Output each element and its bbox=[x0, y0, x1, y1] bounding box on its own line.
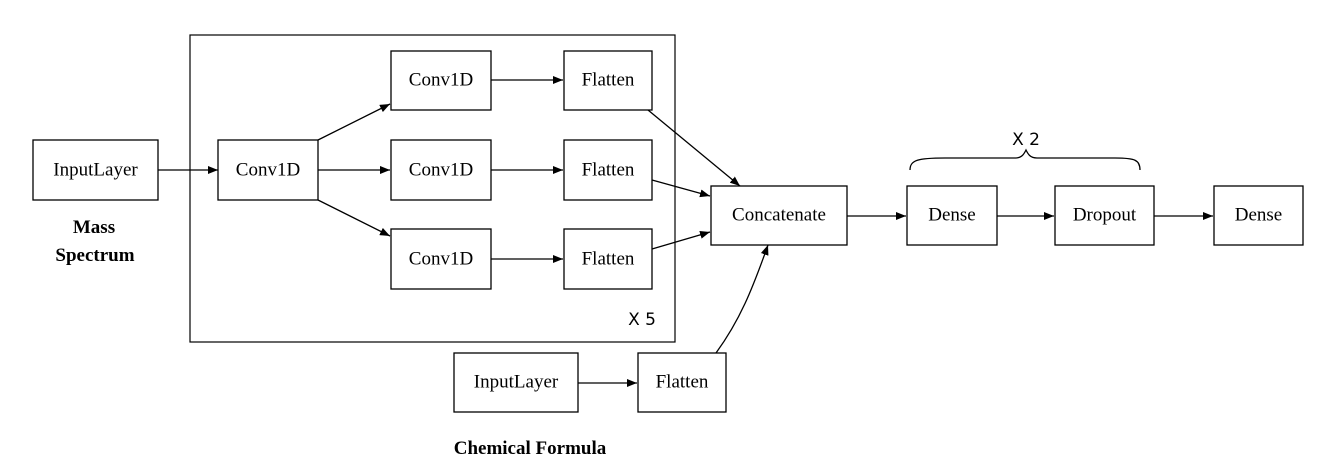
node-label: Flatten bbox=[582, 249, 635, 270]
node-flatten-top: Flatten bbox=[563, 50, 653, 111]
node-label: Conv1D bbox=[409, 160, 473, 181]
node-label: Conv1D bbox=[236, 160, 300, 181]
edge-conv-to-conv-bot bbox=[317, 199, 391, 237]
chemical-formula-caption: Chemical Formula bbox=[454, 438, 607, 459]
node-dropout: Dropout bbox=[1054, 185, 1155, 246]
mass-spectrum-caption-line1: Mass bbox=[73, 217, 115, 238]
node-label: InputLayer bbox=[474, 372, 559, 393]
node-label: Dropout bbox=[1073, 205, 1137, 226]
dense-block-repeat-label: X 2 bbox=[1012, 130, 1040, 150]
node-label: Flatten bbox=[582, 160, 635, 181]
node-dense-1: Dense bbox=[906, 185, 998, 246]
node-input-layer-chemical-formula: InputLayer bbox=[453, 352, 579, 413]
node-label: Dense bbox=[928, 205, 975, 226]
node-label: Dense bbox=[1235, 205, 1282, 226]
conv-block-repeat-label: X 5 bbox=[628, 310, 656, 330]
node-conv1d-bot: Conv1D bbox=[390, 228, 492, 290]
node-flatten-chemical-formula: Flatten bbox=[637, 352, 727, 413]
node-label: Concatenate bbox=[732, 205, 826, 226]
node-flatten-mid: Flatten bbox=[563, 139, 653, 201]
node-input-layer-mass-spectrum: InputLayer bbox=[32, 139, 159, 201]
node-dense-2: Dense bbox=[1213, 185, 1304, 246]
node-label: Flatten bbox=[582, 70, 635, 91]
node-label: Conv1D bbox=[409, 70, 473, 91]
edge-flatten-cf-to-concat bbox=[715, 244, 769, 354]
node-label: Conv1D bbox=[409, 249, 473, 270]
node-conv1d-top: Conv1D bbox=[390, 50, 492, 111]
edge-flatten-mid-to-concat bbox=[651, 179, 711, 198]
conv-block-frame bbox=[189, 34, 676, 343]
node-label: InputLayer bbox=[53, 160, 138, 181]
node-concatenate: Concatenate bbox=[710, 185, 848, 246]
dense-block-brace bbox=[909, 148, 1141, 171]
node-conv1d-mid: Conv1D bbox=[390, 139, 492, 201]
edge-flatten-bot-to-concat bbox=[651, 230, 711, 250]
edge-flatten-top-to-concat bbox=[647, 109, 741, 187]
node-flatten-bot: Flatten bbox=[563, 228, 653, 290]
mass-spectrum-caption-line2: Spectrum bbox=[55, 245, 134, 266]
edges-layer bbox=[158, 76, 1213, 387]
node-conv1d-main: Conv1D bbox=[217, 139, 319, 201]
node-label: Flatten bbox=[656, 372, 709, 393]
edge-conv-to-conv-top bbox=[317, 103, 391, 141]
